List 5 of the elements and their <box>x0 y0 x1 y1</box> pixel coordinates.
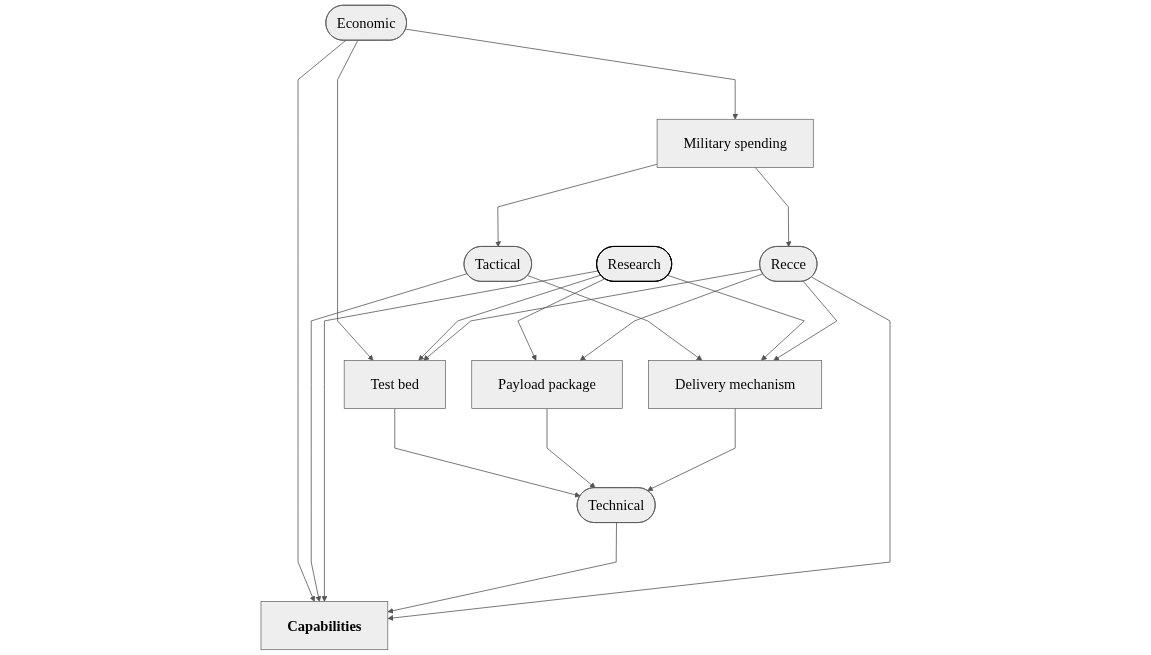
node-box: Test bed <box>343 360 446 409</box>
node-box: Payload package <box>471 360 623 409</box>
node-box: Capabilities <box>260 601 389 651</box>
node-box: Delivery mechanism <box>648 360 823 409</box>
node-box: Military spending <box>656 118 814 168</box>
